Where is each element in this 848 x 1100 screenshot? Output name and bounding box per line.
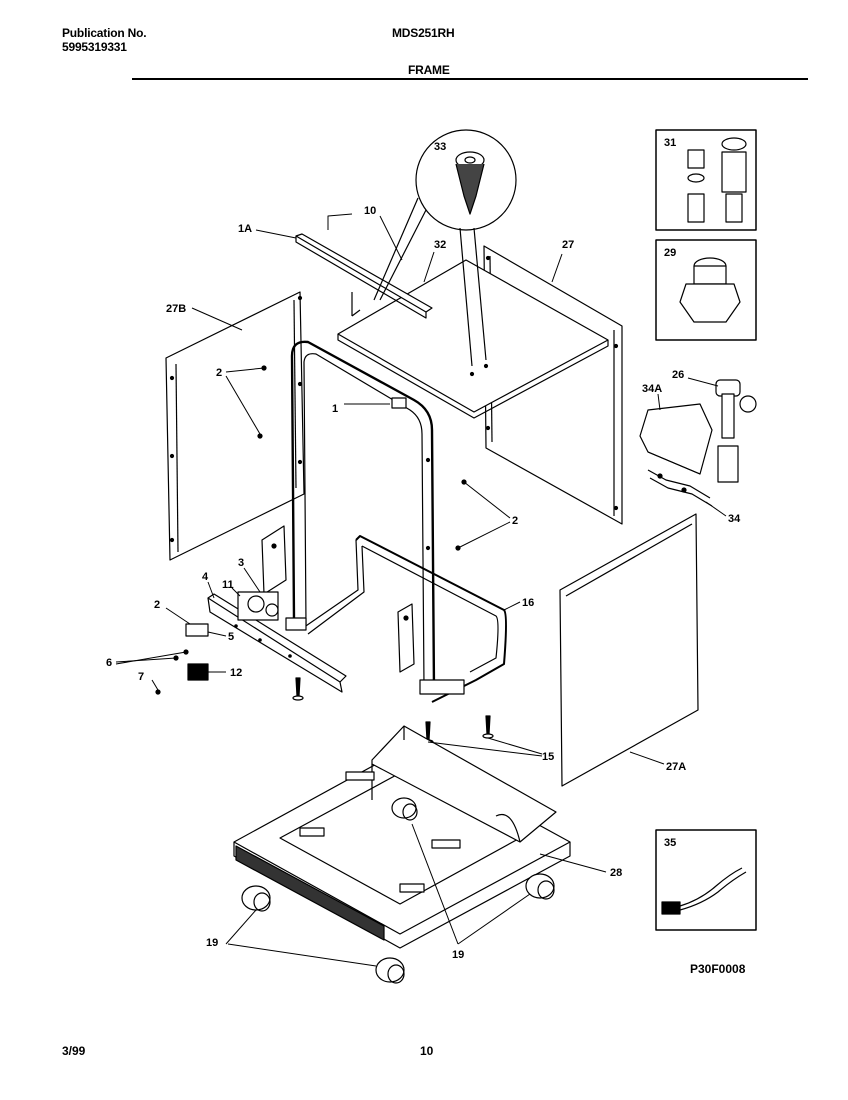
publication-number: 5995319331 — [62, 40, 127, 54]
callout-33: 33 — [434, 141, 446, 153]
callout-31: 31 — [664, 137, 676, 149]
callout-16: 16 — [522, 597, 534, 609]
callout-34a: 34A — [642, 383, 662, 395]
callout-32: 32 — [434, 239, 446, 251]
small-brackets — [155, 623, 209, 695]
model-number: MDS251RH — [392, 26, 455, 40]
leader-lines — [115, 213, 727, 967]
callout-29: 29 — [664, 247, 676, 259]
top-rail-1a — [295, 233, 433, 319]
side-panel-27b — [165, 291, 305, 561]
page-number: 10 — [420, 1044, 434, 1058]
callout-2-lower: 2 — [154, 599, 160, 611]
callout-19-right: 19 — [452, 949, 464, 961]
inset-35 — [655, 829, 757, 931]
callout-27: 27 — [562, 239, 574, 251]
callout-1: 1 — [332, 403, 338, 415]
callout-5: 5 — [228, 631, 234, 643]
section-title: FRAME — [408, 63, 450, 77]
callout-35: 35 — [664, 837, 676, 849]
mounting-brackets — [261, 525, 415, 673]
callout-2-right: 2 — [512, 515, 518, 527]
header-rule — [132, 78, 808, 80]
callout-15: 15 — [542, 751, 554, 763]
callout-27a: 27A — [666, 761, 686, 773]
base-28 — [233, 725, 571, 949]
callout-12: 12 — [230, 667, 242, 679]
casters-19 — [241, 797, 555, 984]
callout-labels: 1 1A 2 2 2 3 4 5 6 7 10 11 12 15 16 19 1… — [106, 137, 741, 961]
figure-code: P30F0008 — [690, 962, 746, 976]
callout-19-left: 19 — [206, 937, 218, 949]
inlet-fitting-parts — [639, 379, 757, 507]
callout-10: 10 — [364, 205, 376, 217]
callout-11: 11 — [222, 579, 234, 591]
callout-2-left: 2 — [216, 367, 222, 379]
callout-27b: 27B — [166, 303, 186, 315]
inset-31 — [655, 129, 757, 231]
callout-7: 7 — [138, 671, 144, 683]
publication-date: 3/99 — [62, 1044, 86, 1058]
inset-29 — [655, 239, 757, 341]
callout-26: 26 — [672, 369, 684, 381]
callout-34: 34 — [728, 513, 741, 525]
callout-1a: 1A — [238, 223, 252, 235]
front-panel-27a — [559, 513, 699, 787]
callout-4: 4 — [202, 571, 209, 583]
callout-3: 3 — [238, 557, 244, 569]
callout-6: 6 — [106, 657, 112, 669]
tub-frame-1 — [290, 340, 436, 691]
valve-assembly-11 — [237, 591, 307, 631]
publication-label: Publication No. — [62, 26, 147, 40]
callout-28: 28 — [610, 867, 622, 879]
